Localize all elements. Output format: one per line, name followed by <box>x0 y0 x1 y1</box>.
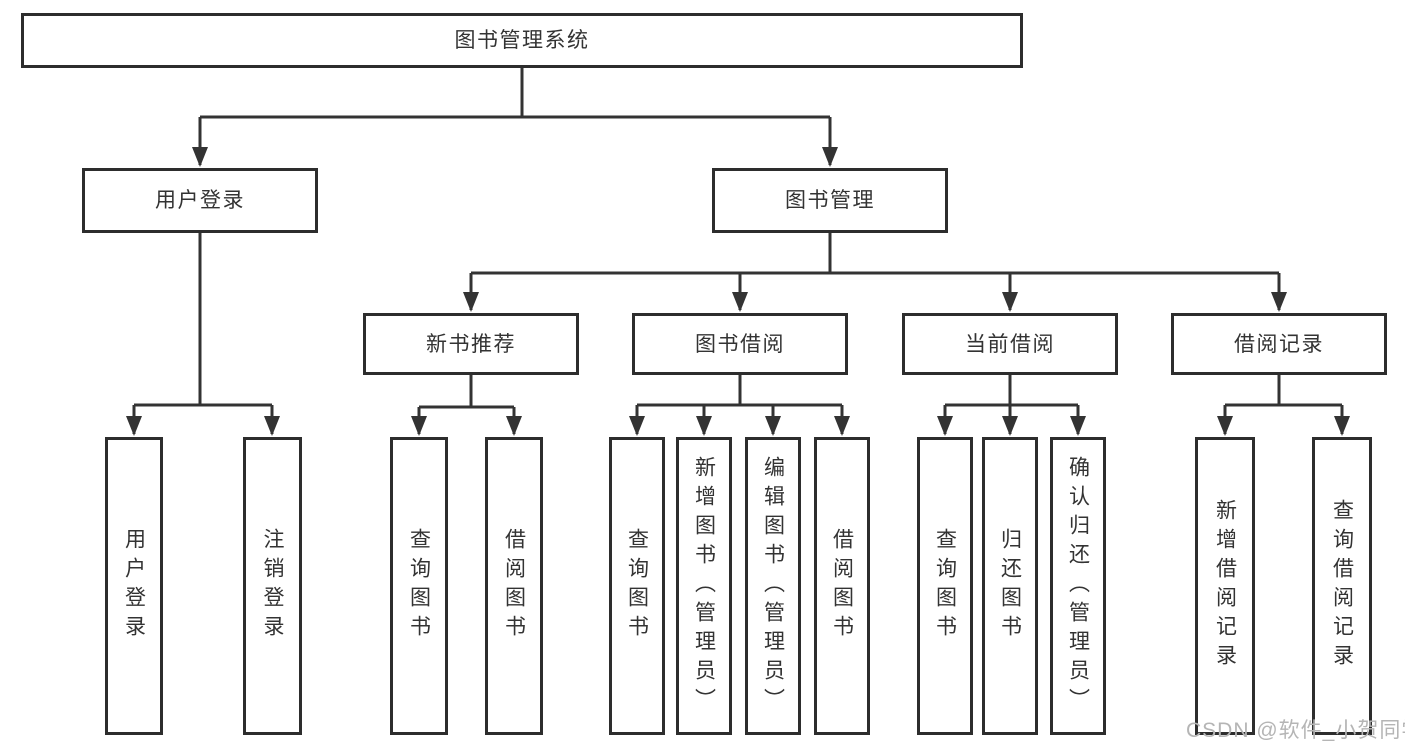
leaf-borrow-books: 借阅图书 <box>485 437 543 735</box>
leaf-query-borrow-record: 查询借阅记录 <box>1312 437 1372 735</box>
node-label: 借阅图书 <box>830 528 854 644</box>
node-label: 图书借阅 <box>695 332 785 356</box>
node-label: 查询图书 <box>933 528 957 644</box>
node-label: 借阅图书 <box>502 528 526 644</box>
leaf-user-login: 用户登录 <box>105 437 163 735</box>
node-label: 新书推荐 <box>426 332 516 356</box>
node-label: 当前借阅 <box>965 332 1055 356</box>
node-label: 图书管理 <box>785 189 875 212</box>
node-label: 新增借阅记录 <box>1213 499 1237 673</box>
leaf-add-books-admin: 新增图书（管理员） <box>676 437 732 735</box>
leaf-query-books: 查询图书 <box>917 437 973 735</box>
node-label: 图书管理系统 <box>454 29 590 52</box>
node-label: 借阅记录 <box>1234 332 1324 356</box>
csdn-watermark: CSDN @软件_小贺同学 <box>1186 719 1405 742</box>
leaf-logout: 注销登录 <box>243 437 302 735</box>
node-label: 确认归还（管理员） <box>1066 455 1090 717</box>
node-label: 新增图书（管理员） <box>692 455 716 717</box>
node-label: 归还图书 <box>998 528 1022 644</box>
node-book-management: 图书管理 <box>712 168 948 233</box>
node-root-system: 图书管理系统 <box>21 13 1023 68</box>
node-new-book-recommend: 新书推荐 <box>363 313 579 375</box>
node-borrowing-records: 借阅记录 <box>1171 313 1387 375</box>
node-label: 编辑图书（管理员） <box>761 455 785 717</box>
node-book-borrowing: 图书借阅 <box>632 313 848 375</box>
node-label: 查询图书 <box>625 528 649 644</box>
node-label: 用户登录 <box>122 528 146 644</box>
node-label: 查询图书 <box>407 528 431 644</box>
node-current-borrowing: 当前借阅 <box>902 313 1118 375</box>
leaf-query-books: 查询图书 <box>609 437 665 735</box>
node-user-login: 用户登录 <box>82 168 318 233</box>
node-label: 用户登录 <box>155 189 245 212</box>
node-label: 注销登录 <box>261 528 284 644</box>
node-label: 查询借阅记录 <box>1330 499 1354 673</box>
leaf-borrow-books: 借阅图书 <box>814 437 870 735</box>
leaf-confirm-return-admin: 确认归还（管理员） <box>1050 437 1106 735</box>
leaf-return-books: 归还图书 <box>982 437 1038 735</box>
leaf-query-books: 查询图书 <box>390 437 448 735</box>
leaf-edit-books-admin: 编辑图书（管理员） <box>745 437 801 735</box>
leaf-add-borrow-record: 新增借阅记录 <box>1195 437 1255 735</box>
